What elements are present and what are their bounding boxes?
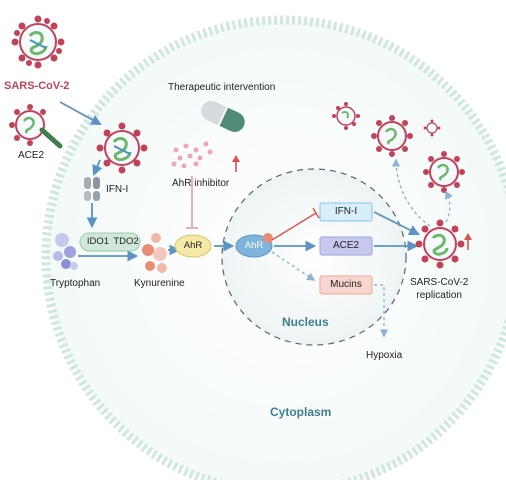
inhibitor-dots — [171, 141, 213, 169]
ace2-receptor-icon — [39, 127, 63, 149]
virus-title: SARS-CoV-2 — [4, 80, 70, 92]
tryptophan-icon — [53, 233, 78, 270]
ace2-target-label: ACE2 — [332, 240, 360, 251]
ifn-target-label: IFN-I — [334, 206, 358, 217]
enzyme-tdo2-label: TDO2 — [113, 236, 139, 247]
tryptophan-label: Tryptophan — [50, 278, 101, 289]
ahr-nuclear-label: AhR — [244, 240, 264, 251]
ifn-receptor-label: IFN-I — [106, 184, 129, 195]
ahr-cyto-oval — [174, 234, 212, 258]
inhibit-ifn-bar — [312, 207, 320, 219]
ifn-box — [319, 202, 373, 222]
virus-binding-icon — [9, 104, 46, 146]
ace2-receptor-label: ACE2 — [18, 150, 45, 161]
progeny-virus-1-icon — [371, 115, 413, 157]
replicating-virus-icon — [415, 219, 465, 269]
kynurenine-label: Kynurenine — [134, 278, 185, 289]
kynurenine-icon — [142, 233, 167, 273]
progeny-virus-3-icon — [332, 102, 360, 130]
progeny-virus-2-icon — [423, 151, 465, 193]
mucins-box — [319, 275, 373, 295]
inhibit-ifn-line — [271, 212, 317, 241]
entry-arrow — [59, 101, 102, 126]
ifn-receptor-icon — [84, 177, 100, 201]
ahr-to-mucins-arrow — [271, 251, 316, 281]
ahr-cyto-label: AhR — [183, 240, 203, 251]
mucins-to-hypoxia-arrow — [374, 284, 389, 338]
ahr-inhibitor-label: AhR inhibitor — [172, 178, 230, 189]
virus-to-ifn-arrow — [92, 159, 103, 176]
cytoplasm-label: Cytoplasm — [270, 405, 332, 419]
therapeutic-label: Therapeutic intervention — [168, 82, 276, 93]
enzyme-box — [79, 232, 141, 252]
virus-icon — [11, 15, 65, 69]
hypoxia-label: Hypoxia — [366, 350, 403, 361]
increase-arrowhead-icon — [232, 155, 240, 162]
capsule-icon — [201, 100, 245, 132]
virus-entry-icon — [96, 122, 148, 174]
ifn-to-replication-arrow — [373, 211, 420, 235]
enzyme-ido1-label: IDO1 — [86, 236, 110, 247]
ahr-nuclear-oval — [235, 234, 273, 258]
ligand-dot — [263, 233, 273, 243]
release-arrow-1 — [391, 158, 431, 227]
ace2-box — [319, 236, 373, 256]
nucleus-label: Nucleus — [282, 315, 329, 329]
mucins-target-label: Mucins — [330, 279, 362, 290]
progeny-virus-4-icon — [423, 119, 441, 137]
replication-increase-arrowhead-icon — [464, 233, 472, 240]
replication-label: SARS-CoV-2 replication — [410, 277, 469, 301]
